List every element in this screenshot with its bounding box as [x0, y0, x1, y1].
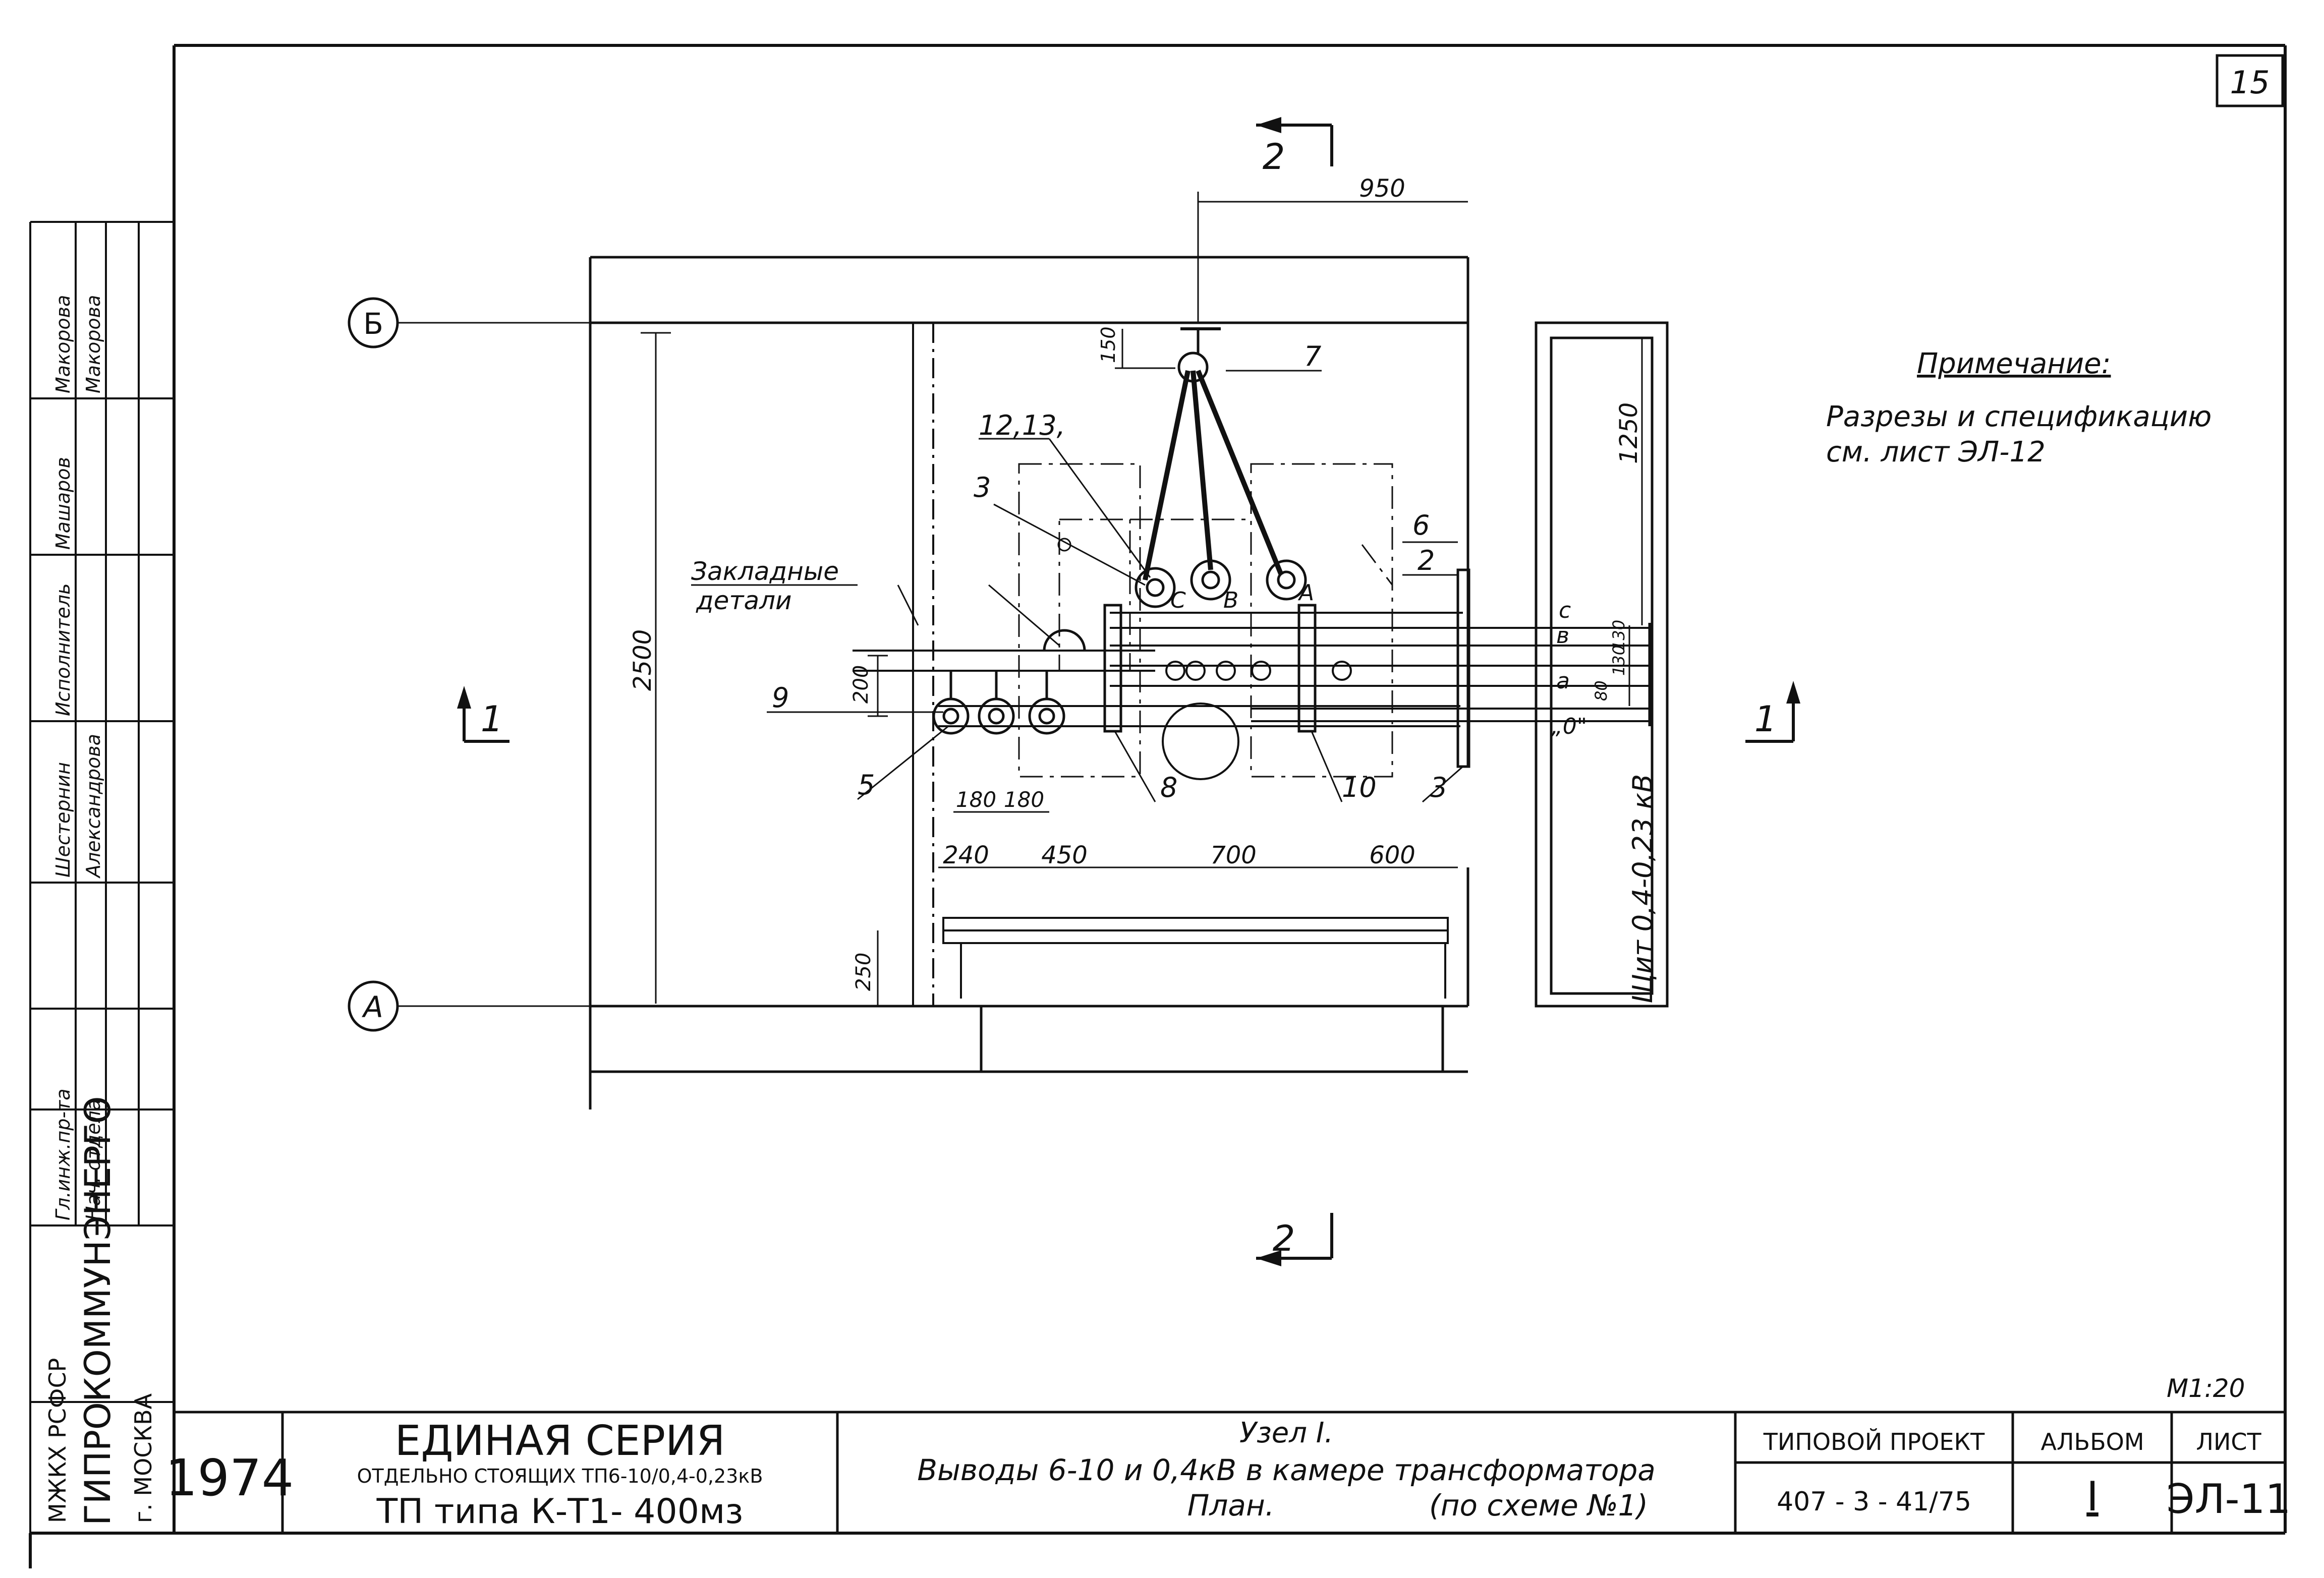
lv-panel-label: Щит 0,4-0,23 кВ: [1627, 774, 1659, 1004]
hv-bushings: [1135, 559, 1307, 608]
typical-project-label: ТИПОВОЙ ПРОЕКТ: [1763, 1428, 1985, 1455]
embedded-parts-line2: детали: [696, 586, 792, 615]
name-makorova: Макорова: [52, 295, 74, 393]
bus-label-b: в: [1556, 623, 1569, 649]
org-name: ГИПРОКОММУНЭНЕРГО: [77, 1096, 119, 1526]
dim-240: 240: [943, 841, 989, 869]
cable-suspension: [1143, 370, 1284, 581]
title-node: Узел I.: [1239, 1417, 1333, 1449]
dim-180-b: 180: [1004, 787, 1044, 812]
dim-250: 250: [852, 953, 875, 991]
dimension-lines: [641, 192, 1643, 1006]
note-title: Примечание:: [1917, 347, 2111, 380]
dim-600: 600: [1369, 841, 1415, 869]
chamber-walls: [912, 323, 1460, 1006]
signature-masharov: Машаров: [52, 457, 74, 550]
callout-3-bottom: 3: [1430, 772, 1447, 803]
dim-700: 700: [1210, 841, 1257, 869]
dim-150: 150: [1097, 326, 1119, 363]
note-line-2: см. лист ЭЛ-12: [1826, 436, 2046, 469]
section-right-label: 1: [1754, 698, 1777, 740]
name-shesternin: Шестернин: [52, 762, 74, 878]
building-outline: [589, 256, 1469, 1109]
role-dept-head: Нач. отдела: [82, 1099, 104, 1220]
insulator-label-b: В: [1223, 588, 1238, 613]
album-value: I: [2086, 1473, 2099, 1520]
dim-2500: 2500: [629, 629, 657, 691]
dim-130-a: 130: [1609, 645, 1628, 676]
dim-200: 200: [849, 665, 873, 704]
dim-130-b: 130: [1609, 620, 1628, 651]
section-marker-right: 1: [1745, 681, 1800, 743]
callout-10: 10: [1342, 772, 1377, 803]
insulator-label-c: С: [1170, 588, 1186, 613]
transformer-wheel: [1162, 703, 1239, 780]
sheet-label: ЛИСТ: [2196, 1428, 2261, 1455]
axis-b: Б: [348, 297, 913, 348]
bus-label-a: а: [1556, 668, 1570, 694]
title-series-sub: ОТДЕЛЬНО СТОЯЩИХ ТП6-10/0,4-0,23кВ: [357, 1465, 763, 1487]
trolley-rails: [942, 917, 1449, 999]
callout-8: 8: [1160, 772, 1177, 803]
section-marker-top: 2: [1256, 117, 1333, 178]
callout-leaders: [767, 370, 1463, 803]
lv-panel-room: [1535, 321, 1669, 1008]
axis-b-label: Б: [363, 307, 383, 341]
title-block: 1974 ЕДИНАЯ СЕРИЯ ОТДЕЛЬНО СТОЯЩИХ ТП6-1…: [165, 1411, 2291, 1533]
title-desc-2: План.: [1187, 1488, 1275, 1523]
hv-terminals: [932, 629, 1086, 735]
embedded-parts-line1: Закладные: [691, 557, 839, 586]
note-line-1: Разрезы и спецификацию: [1826, 400, 2212, 433]
role-executor: Исполнитель: [52, 583, 74, 716]
section-marker-left: 1: [457, 686, 509, 743]
title-desc-3: (по схеме №1): [1429, 1488, 1648, 1523]
bus-label-c: с: [1559, 598, 1571, 623]
axis-a-label: А: [361, 990, 383, 1024]
title-desc-1: Выводы 6-10 и 0,4кВ в камере трансформат…: [917, 1453, 1656, 1487]
name-aleksandrova: Александрова: [82, 734, 104, 879]
note-block: Примечание: Разрезы и спецификацию см. л…: [1826, 347, 2212, 469]
scale-label: М1:20: [2167, 1374, 2245, 1403]
typical-project-value: 407 - 3 - 41/75: [1777, 1487, 1971, 1517]
section-left-label: 1: [481, 698, 503, 740]
transformer-chamber-plan: Б А 2 2 1: [348, 117, 1800, 1266]
bus-supports: [1103, 568, 1470, 768]
insulator-label-a: А: [1297, 580, 1314, 606]
lv-bus-bars: [853, 612, 1650, 722]
callout-7: 7: [1304, 340, 1321, 372]
title-year: 1974: [165, 1448, 294, 1507]
sheet-number-box: 15: [2216, 54, 2284, 107]
album-label: АЛЬБОМ: [2040, 1428, 2144, 1455]
signature-makorova: Макорова: [82, 295, 104, 393]
callout-5: 5: [858, 769, 875, 801]
callout-3-top: 3: [974, 472, 991, 503]
org-ministry: МЖКХ РСФСР: [44, 1358, 71, 1523]
role-chief-engineer: Гл.инж.пр-та: [52, 1089, 74, 1221]
callout-6: 6: [1412, 509, 1430, 541]
sheet-value: ЭЛ-11: [2167, 1476, 2291, 1523]
axis-a: А: [348, 980, 913, 1032]
suspension-insulator: [1177, 352, 1209, 383]
sheet-frame: [29, 44, 2287, 1568]
left-stamp-strip: Гл.инж.пр-та Нач. отдела Шестернин Алекс…: [29, 221, 174, 1533]
dim-950: 950: [1359, 174, 1405, 203]
callout-12-13: 12,13,: [979, 410, 1065, 441]
callout-2: 2: [1418, 545, 1435, 576]
sheet-number: 15: [2230, 64, 2270, 101]
section-top-label: 2: [1263, 136, 1285, 178]
dim-450: 450: [1041, 841, 1088, 869]
dim-1250: 1250: [1615, 402, 1643, 464]
bus-insulators: [1165, 661, 1352, 681]
callout-9: 9: [772, 682, 789, 714]
org-city: г. МОСКВА: [130, 1393, 157, 1523]
section-marker-bottom: 2: [1256, 1213, 1333, 1266]
title-tp-type: ТП типа К-Т1- 400мз: [376, 1492, 744, 1532]
title-series: ЕДИНАЯ СЕРИЯ: [395, 1417, 725, 1465]
section-bottom-label: 2: [1273, 1218, 1295, 1259]
dim-180-a: 180: [956, 787, 996, 812]
dim-80: 80: [1592, 680, 1611, 701]
bus-label-zero: „0": [1551, 714, 1587, 739]
